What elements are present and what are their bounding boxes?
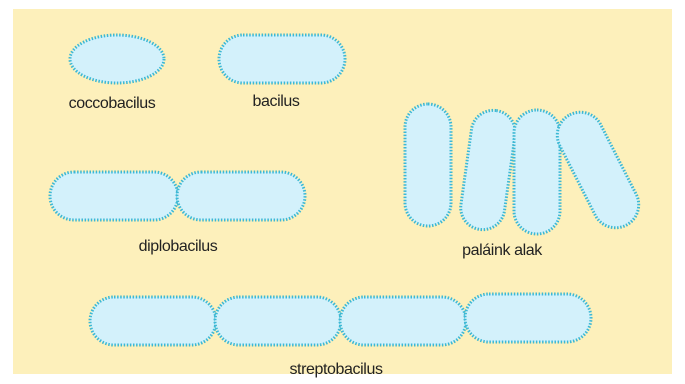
- palisade-cell-4: [549, 104, 646, 235]
- streptobacillus-cell-4: [465, 294, 591, 342]
- diplobacillus-cell-2: [177, 172, 305, 220]
- streptobacillus-label: streptobacilus: [289, 361, 383, 378]
- bacillus-group: bacilus: [219, 35, 345, 110]
- bacillus-cell: [219, 35, 345, 83]
- palisade-cell-2: [458, 108, 518, 233]
- diplobacillus-label: diplobacilus: [139, 238, 218, 255]
- coccobacillus-cell: [70, 35, 164, 83]
- streptobacillus-cell-1: [90, 297, 216, 345]
- streptobacillus-cell-3: [340, 297, 466, 345]
- coccobacillus-group: coccobacilus: [69, 35, 164, 112]
- bacillus-label: bacilus: [252, 93, 299, 110]
- streptobacillus-cell-2: [215, 297, 341, 345]
- palisade-group: paláink alak: [405, 104, 647, 259]
- coccobacillus-label: coccobacilus: [69, 95, 156, 112]
- diplobacillus-group: diplobacilus: [50, 172, 305, 255]
- streptobacillus-group: streptobacilus: [90, 294, 591, 378]
- palisade-cell-1: [405, 104, 451, 226]
- palisade-label: paláink alak: [462, 242, 543, 259]
- palisade-cell-3: [514, 110, 560, 234]
- diplobacillus-cell-1: [50, 172, 178, 220]
